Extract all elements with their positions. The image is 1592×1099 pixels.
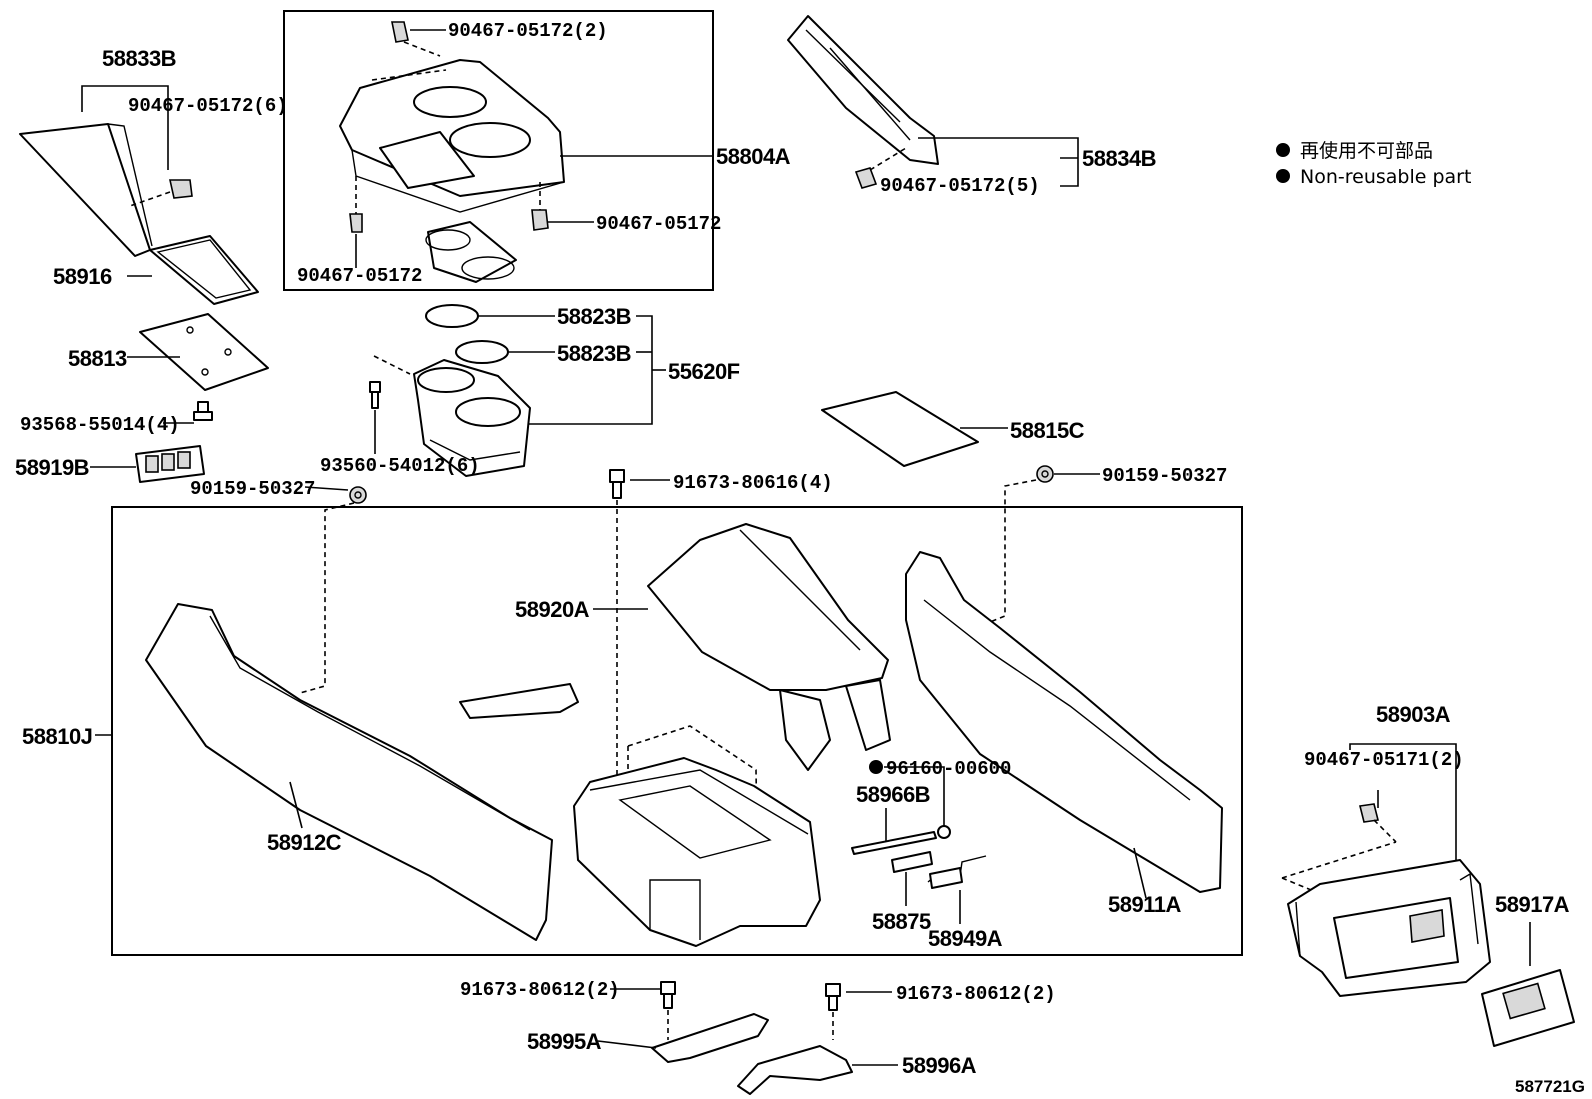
label-55620F: 55620F <box>668 359 740 384</box>
clip-icon <box>391 21 409 43</box>
label-90467-05172-6: 90467-05172(6) <box>128 95 288 117</box>
part-58875-spacer <box>891 851 933 873</box>
label-58996A: 58996A <box>902 1053 977 1078</box>
label-90467-05172-right: 90467-05172 <box>596 213 721 235</box>
part-58823B-ring-2 <box>455 340 509 364</box>
legend: 再使用不可部品 Non-reusable part <box>1276 140 1471 188</box>
part-58813-bracket <box>139 313 269 391</box>
part-58911A-right-cover <box>905 551 1223 893</box>
label-58815C: 58815C <box>1010 418 1085 443</box>
nut-icon <box>349 486 367 504</box>
part-58833B-side-panel <box>19 123 153 257</box>
label-58995A: 58995A <box>527 1029 602 1054</box>
label-90159-50327-right: 90159-50327 <box>1102 465 1227 487</box>
label-58917A: 58917A <box>1495 892 1570 917</box>
part-58917A-cover <box>1481 969 1575 1047</box>
non-reusable-marker-icon <box>1276 169 1290 183</box>
part-58810J-console-box <box>573 725 821 947</box>
label-58834B: 58834B <box>1082 146 1156 171</box>
screw-icon <box>369 381 381 409</box>
label-90467-05172-left: 90467-05172 <box>297 265 422 287</box>
label-90467-05171-2: 90467-05171(2) <box>1304 749 1464 771</box>
part-58903A-vent-housing <box>1287 859 1491 997</box>
label-58804A: 58804A <box>716 144 791 169</box>
label-93568-55014-4: 93568-55014(4) <box>20 414 180 436</box>
clip-icon <box>531 209 549 231</box>
part-58823B-ring-1 <box>425 304 479 328</box>
clip-icon <box>349 213 363 233</box>
part-58834B-trim <box>787 15 939 165</box>
part-58804A-upper-panel <box>339 59 565 213</box>
label-58949A: 58949A <box>928 926 1003 951</box>
screw-icon <box>660 981 676 1009</box>
label-96160-00600: 96160-00600 <box>886 758 1011 780</box>
label-90467-05172-5: 90467-05172(5) <box>880 175 1040 197</box>
legend-jp: 再使用不可部品 <box>1300 140 1433 162</box>
label-93560-54012-6: 93560-54012(6) <box>320 455 480 477</box>
label-91673-80616-4: 91673-80616(4) <box>673 472 833 494</box>
non-reusable-marker-icon <box>1276 143 1290 157</box>
console-body-group-box <box>111 506 1243 956</box>
label-58823B-2: 58823B <box>557 341 631 366</box>
label-90159-50327-left: 90159-50327 <box>190 478 315 500</box>
part-58912C-left-cover <box>145 603 553 941</box>
label-58903A: 58903A <box>1376 702 1451 727</box>
part-58996A-bracket <box>737 1045 853 1095</box>
bolt-icon <box>193 401 213 421</box>
clip-icon <box>854 167 878 189</box>
part-58995A-bracket <box>651 1013 769 1063</box>
label-91673-80612-2-right: 91673-80612(2) <box>896 983 1056 1005</box>
cup-ring-trim <box>425 221 517 283</box>
label-58810J: 58810J <box>22 724 92 749</box>
part-58949A-spring <box>927 855 987 889</box>
part-58919B-switch <box>135 445 205 483</box>
label-58966B: 58966B <box>856 782 930 807</box>
label-90467-05172-2: 90467-05172(2) <box>448 20 608 42</box>
part-58815C-pad <box>821 391 979 467</box>
diagram-id: 587721G <box>1515 1077 1585 1096</box>
label-58912C: 58912C <box>267 830 342 855</box>
part-58920A-armrest <box>647 523 891 771</box>
part-55620F-cup-holder <box>413 359 531 477</box>
non-reusable-marker-icon <box>869 760 883 774</box>
screw-icon <box>825 983 841 1011</box>
clip-icon <box>1359 803 1379 823</box>
screw-icon <box>609 469 625 499</box>
clip-icon <box>169 179 193 199</box>
label-58833B: 58833B <box>102 46 176 71</box>
label-58920A: 58920A <box>515 597 590 622</box>
legend-en: Non-reusable part <box>1300 166 1471 188</box>
latch-part <box>459 683 579 719</box>
nut-icon <box>1036 465 1054 483</box>
label-58813: 58813 <box>68 346 127 371</box>
label-58919B: 58919B <box>15 455 89 480</box>
part-58916-mat <box>149 235 259 305</box>
upper-panel-group-box <box>283 10 714 291</box>
label-58823B-1: 58823B <box>557 304 631 329</box>
part-58966B-pin <box>851 831 937 855</box>
label-58916: 58916 <box>53 264 112 289</box>
label-58911A: 58911A <box>1108 892 1181 917</box>
label-58875: 58875 <box>872 909 931 934</box>
washer-icon <box>937 825 951 839</box>
label-91673-80612-2-left: 91673-80612(2) <box>460 979 620 1001</box>
